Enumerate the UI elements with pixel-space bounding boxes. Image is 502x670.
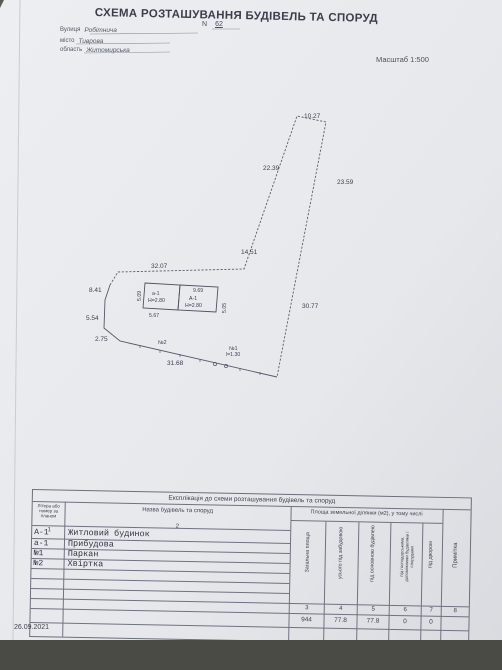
row-name-4: Хвіртка [67, 558, 104, 570]
colnum-5: 5 [371, 606, 375, 613]
header-number: Літера або номер за планом [37, 503, 60, 519]
header-under-main: під основною будівлею [369, 525, 377, 582]
dim-building-width: 9.69 [193, 288, 203, 294]
row-code-2: а-1 [33, 539, 49, 549]
built-up-area: 77.8 [334, 616, 347, 625]
row-code-1: А-1 [34, 528, 49, 538]
dim-top-left: 32.07 [151, 263, 168, 270]
gate-length: l=1.30 [226, 352, 240, 358]
dim-outer-diag: 23.59 [337, 179, 354, 186]
parcel-boundary-solid [103, 284, 278, 378]
annex-height: Н=2.80 [148, 298, 165, 304]
colnum-3: 3 [305, 605, 309, 612]
fence-label: №2 [158, 340, 167, 346]
annex-code: а-1 [152, 291, 160, 297]
dim-main-depth: 5.05 [222, 303, 228, 313]
dim-annex-width: 5.67 [149, 313, 159, 319]
dim-left-upper: 8.41 [89, 287, 102, 294]
row-code-3: №1 [33, 549, 44, 559]
header-built-up: усього під забудовою [337, 526, 345, 580]
annex-building-a1 [142, 282, 181, 311]
main-building-A1 [177, 284, 219, 313]
gate-label: №1 [229, 346, 238, 352]
dim-bottom: 31.68 [167, 360, 184, 367]
colnum-7: 7 [429, 607, 433, 614]
under-main-area: 77.8 [366, 617, 380, 625]
dim-left-lower: 2.75 [95, 336, 108, 343]
header-area-group: Площа земельної ділянки (м2), у тому чис… [310, 509, 423, 518]
row-name-3: Паркан [67, 548, 99, 560]
dim-right: 30.77 [302, 303, 319, 310]
colnum-6: 6 [403, 607, 407, 614]
dim-inner-lower: 14.51 [241, 249, 258, 256]
header-total: Загальна площа [304, 532, 312, 573]
under-outbuildings-area: 0 [403, 618, 407, 626]
scale-label: Масштаб 1:500 [376, 55, 429, 64]
dim-top: 10.27 [304, 113, 321, 120]
explication-table: Експлікація до схеми розташування будіве… [29, 489, 472, 646]
gate-mark [213, 362, 217, 366]
dim-annex-depth: 5.09 [137, 291, 143, 301]
dim-left-mid: 5.54 [86, 315, 99, 322]
parcel-boundary-dashed [109, 115, 327, 378]
fence-ticks [139, 345, 261, 375]
main-code: А-1 [189, 296, 197, 302]
total-area: 944 [301, 616, 313, 624]
row-name-1: Житловий будинок [68, 527, 150, 540]
colnum-4: 4 [339, 605, 343, 612]
header-under-yard: під двором [427, 541, 435, 569]
dim-inner-diag: 22.39 [263, 165, 280, 172]
header-name: Назва будівель та споруд [142, 507, 214, 515]
document-date: 26.09.2021 [14, 624, 50, 631]
main-height: Н=2.80 [185, 303, 202, 309]
header-note: Примітка [452, 542, 460, 568]
header-under-outbuildings: під господарськими, допоміжними будівлям… [398, 531, 415, 582]
colnum-8: 8 [453, 608, 457, 615]
row-code-4: №2 [33, 559, 44, 569]
background-edge [0, 640, 502, 670]
under-yard-area: 0 [429, 618, 433, 626]
